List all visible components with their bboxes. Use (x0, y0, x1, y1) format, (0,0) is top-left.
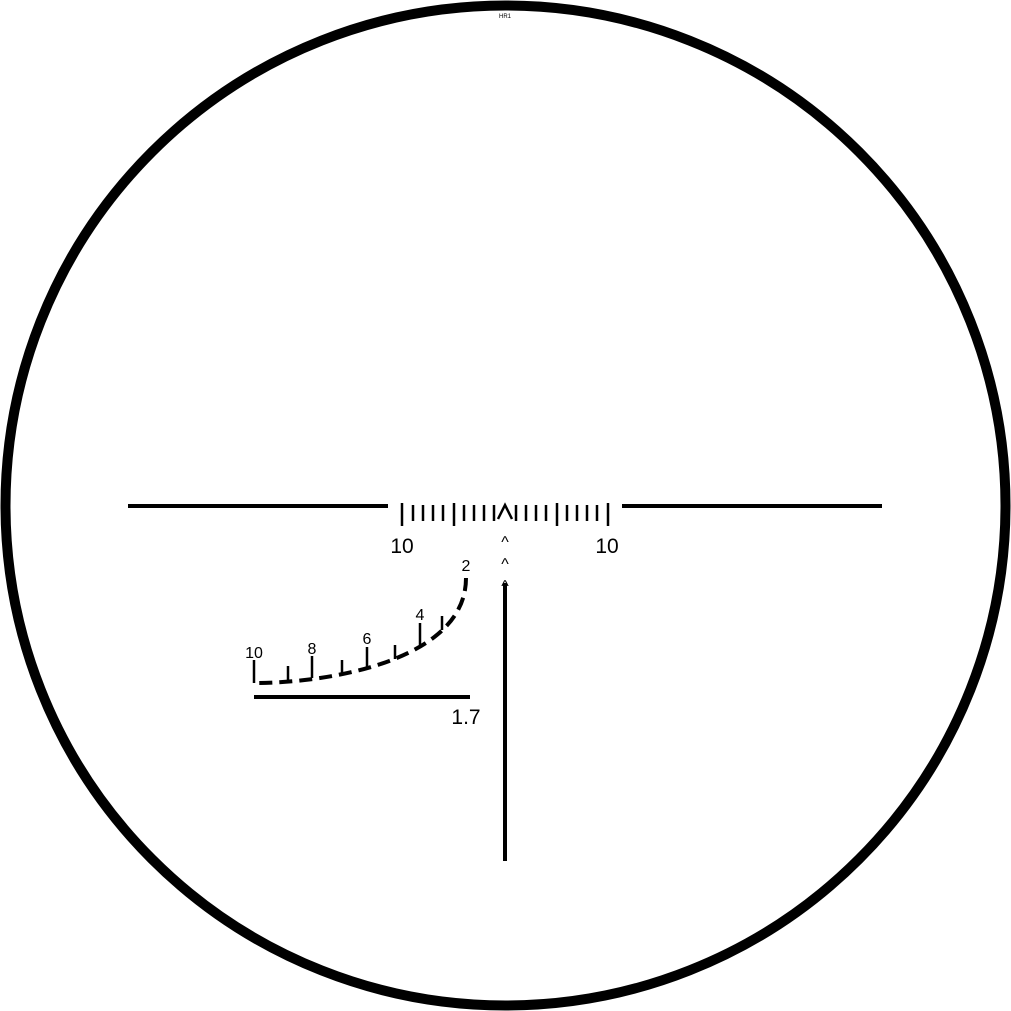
holdover-chevron-2: ^ (501, 556, 509, 573)
range-label-6: 6 (363, 631, 372, 648)
windage-right-label: 10 (595, 535, 618, 558)
stadia-bar-label: 1.7 (451, 706, 480, 729)
range-curve-ticks (252, 616, 444, 683)
windage-hash-scale (400, 503, 610, 526)
range-estimation-curve (253, 577, 468, 685)
reticle-code-label: HR1 (499, 14, 512, 20)
range-label-8: 8 (308, 641, 317, 658)
center-aiming-chevron (496, 502, 514, 520)
holdover-chevron-1: ^ (501, 534, 509, 551)
range-label-2: 2 (462, 558, 471, 575)
windage-left-label: 10 (390, 535, 413, 558)
range-label-10: 10 (245, 645, 263, 662)
range-label-4: 4 (416, 607, 425, 624)
